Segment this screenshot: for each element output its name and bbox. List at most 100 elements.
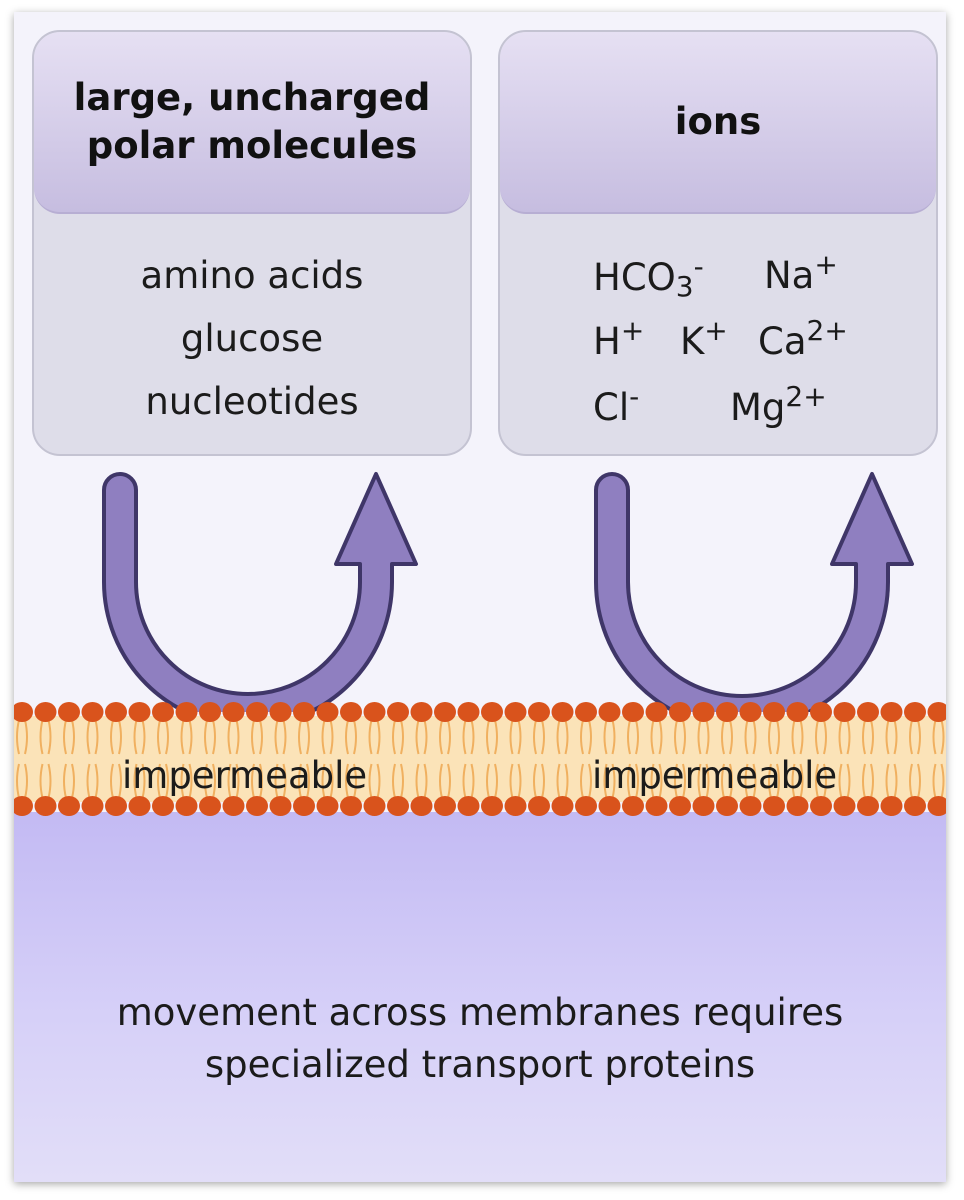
lipid-head [669,796,691,816]
lipid-tail [392,763,404,799]
lipid-tail [674,763,686,799]
lipid-head [504,796,527,816]
lipid-tail [133,763,146,799]
lipid-head [175,702,198,722]
lipid-head [833,702,856,722]
lipid-tail [321,719,334,755]
header-line-1: large, uncharged [73,76,431,119]
lipid-tail [650,763,663,799]
lipid-tail [791,763,804,799]
lipid-tail [838,719,851,755]
lipid-head [128,796,151,816]
lipid-bilayer [14,702,946,816]
lipid-head [575,796,597,816]
header-line-2: polar molecules [86,124,418,167]
lipid-tail [838,763,851,799]
lipid-head [293,796,315,816]
lipid-tail [509,763,522,799]
lipid-tail [768,763,780,799]
lipid-head [716,702,738,722]
lipid-tail [462,763,475,799]
lipid-head [786,702,809,722]
lipid-tail [556,719,569,755]
lipid-tail [885,719,898,755]
lipid-head [410,796,433,816]
lipid-tail [157,763,169,799]
ion-bicarbonate: HCO3- [593,250,704,303]
lipid-tail [63,763,75,799]
lipid-head [904,702,926,722]
lipid-tail [627,719,639,755]
lipid-tail [603,763,616,799]
lipid-head [316,702,339,722]
lipid-head [692,796,715,816]
diagram-frame: large, uncharged polar molecules amino a… [14,12,946,1182]
lipid-tail [627,763,639,799]
lipid-head [340,702,362,722]
ion-calcium: Ca2+ [758,314,848,363]
lipid-tail [227,763,240,799]
lipid-head [293,702,315,722]
lipid-head [246,796,268,816]
lipid-head [551,796,574,816]
polar-molecules-header: large, uncharged polar molecules [34,32,470,214]
lipid-tail [415,719,428,755]
lipid-tail [227,719,240,755]
lipid-head [246,702,268,722]
lipid-tail [16,763,28,799]
lipid-head [105,796,127,816]
lipid-head [880,796,903,816]
lipid-tail [815,719,827,755]
lipid-tail [909,763,921,799]
lipid-head [152,796,174,816]
lipid-tail [345,719,357,755]
lipid-tail [556,763,569,799]
lipid-head [810,702,832,722]
lipid-head [363,702,386,722]
lipid-tail [509,719,522,755]
lipid-tail [16,719,28,755]
ion-chloride: Cl- [593,380,640,429]
lipid-head [528,702,550,722]
lipid-head [880,702,903,722]
lipid-head [504,702,527,722]
lipid-head [739,796,762,816]
lipid-tail [439,719,451,755]
lipid-tail [486,763,498,799]
lipid-head [457,796,480,816]
lipid-head [410,702,433,722]
caption-line-2: specialized transport proteins [204,1043,756,1086]
lipid-tail [415,763,428,799]
ion-potassium: K+ [680,314,728,363]
lipid-tail [909,719,921,755]
ions-title: ions [674,100,762,143]
lipid-tail [744,719,757,755]
molecule-list: amino acids glucose nucleotides [34,244,470,433]
lipid-head [927,702,946,722]
arrows-layer [102,472,914,712]
lipid-tail [345,763,357,799]
lipid-head [269,702,292,722]
ion-magnesium: Mg2+ [730,380,827,429]
lipid-tail [721,763,733,799]
molecule-item: amino acids [140,254,364,297]
lipid-head [175,796,198,816]
lipid-head [81,796,104,816]
lipid-tail [932,719,945,755]
lipid-tail [86,719,99,755]
lipid-head [669,702,691,722]
lipid-head [857,702,879,722]
lipid-head [387,796,409,816]
lipid-head [786,796,809,816]
lipid-tail [650,719,663,755]
lipid-tail [157,719,169,755]
lipid-head [692,702,715,722]
lipid-head [763,796,785,816]
lipid-head [716,796,738,816]
lipid-tail [603,719,616,755]
lipid-tail [86,763,99,799]
lipid-tail [721,719,733,755]
lipid-head [598,702,621,722]
lipid-head [481,702,503,722]
lipid-head [622,702,644,722]
